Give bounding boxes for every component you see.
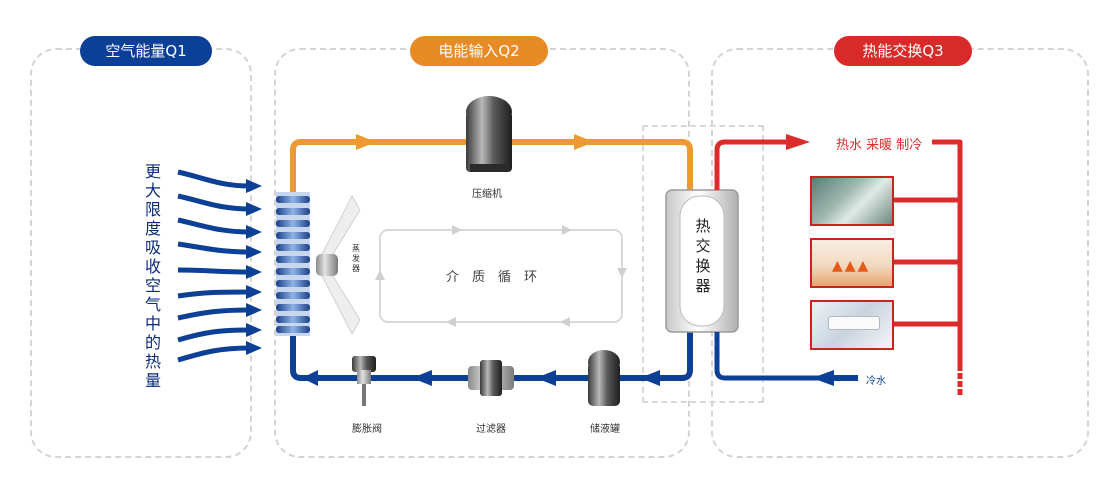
cold-line-arrowheads xyxy=(302,370,660,386)
floor-heating-photo: ▲▲▲ xyxy=(810,238,894,288)
caption-char: 大 xyxy=(144,181,161,200)
air-intake-arrowheads xyxy=(246,179,262,355)
hot-water-line xyxy=(714,139,963,395)
air-caption: 更 大 限 度 吸 收 空 气 中 的 热 量 xyxy=(142,162,164,390)
heat-exchanger-char: 器 xyxy=(695,277,711,295)
water-line-dashes xyxy=(956,371,964,389)
heat-exchanger-zone xyxy=(642,125,764,403)
caption-char: 气 xyxy=(144,295,161,314)
receiver-label: 储液罐 xyxy=(590,424,620,435)
caption-char: 更 xyxy=(144,162,161,181)
heat-exchanger-icon xyxy=(665,189,739,333)
caption-char: 限 xyxy=(144,200,161,219)
heat-exchanger-char: 交 xyxy=(695,237,711,255)
cold-water-label: 冷水 xyxy=(866,376,886,387)
cold-water-line xyxy=(714,332,830,381)
receiver-icon xyxy=(588,350,620,406)
filter-icon xyxy=(468,360,514,396)
medium-cycle-label: 介 质 循 环 xyxy=(446,270,538,285)
compressor-icon xyxy=(466,96,512,172)
output-label: 热水 采暖 制冷 xyxy=(836,138,923,153)
caption-char: 吸 xyxy=(144,238,161,257)
expansion-valve-icon xyxy=(352,356,376,406)
evaporator xyxy=(276,192,310,336)
fan-icon xyxy=(316,194,361,336)
compressor-label: 压缩机 xyxy=(472,189,502,200)
bathtub-photo xyxy=(810,176,894,226)
section-title-heat-exchange: 热能交换Q3 xyxy=(834,36,972,66)
caption-char: 量 xyxy=(144,371,161,390)
air-conditioner-photo xyxy=(810,300,894,350)
heat-exchanger-label: 热 交 换 器 xyxy=(694,216,712,296)
heat-exchanger-char: 热 xyxy=(695,217,711,235)
evaporator-label: 蒸发器 xyxy=(352,244,360,273)
caption-char: 中 xyxy=(144,314,161,333)
caption-char: 热 xyxy=(144,352,161,371)
caption-char: 的 xyxy=(144,333,161,352)
hot-line-arrowheads xyxy=(356,134,594,150)
expansion-valve-label: 膨胀阀 xyxy=(352,424,382,435)
section-title-electric-input: 电能输入Q2 xyxy=(410,36,548,66)
caption-char: 空 xyxy=(144,276,161,295)
filter-label: 过滤器 xyxy=(476,424,506,435)
caption-char: 度 xyxy=(144,219,161,238)
section-title-air-energy: 空气能量Q1 xyxy=(80,36,212,66)
air-intake-arrows xyxy=(177,169,251,363)
heat-exchanger-char: 换 xyxy=(695,257,711,275)
caption-char: 收 xyxy=(144,257,161,276)
